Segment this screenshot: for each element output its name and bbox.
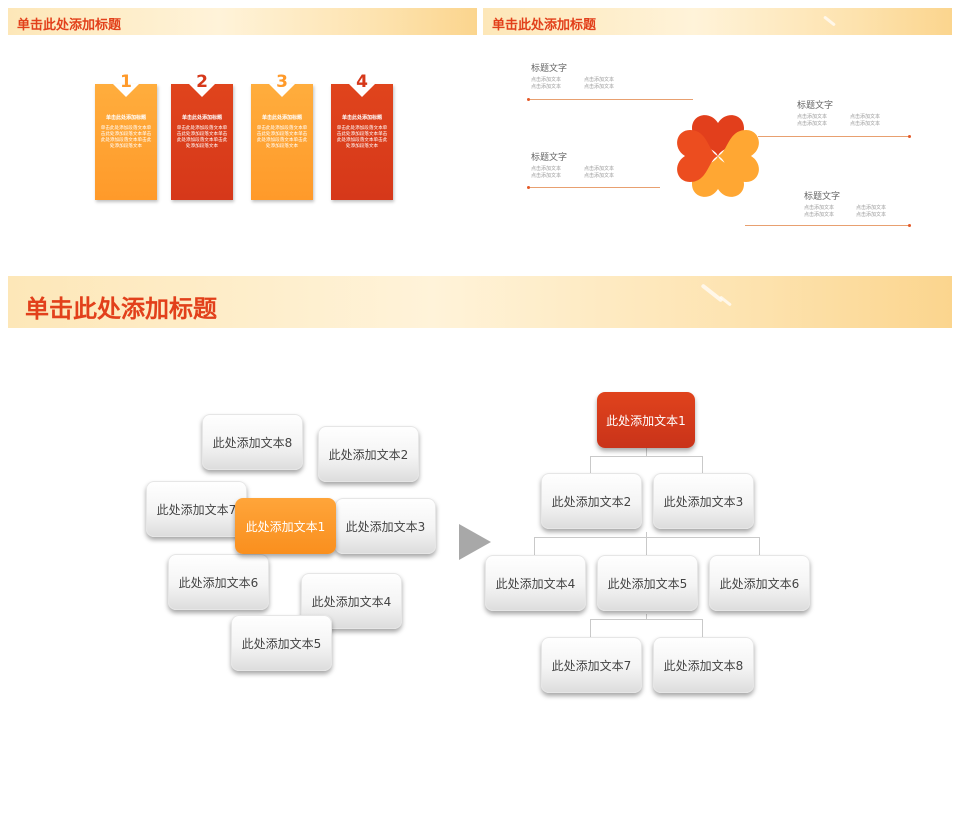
connector-line <box>590 456 703 457</box>
scatter-box-2[interactable]: 此处添加文本2 <box>318 426 419 482</box>
slide-cards: 单击此处添加标题 1 单击此处添加标题 单击此处添加段落文本单击此处添加段落文本… <box>8 8 477 262</box>
tree-box-6[interactable]: 此处添加文本6 <box>709 555 810 611</box>
label-title-3[interactable]: 标题文字 <box>531 153 568 163</box>
step-number: 4 <box>356 72 368 92</box>
label-text: 点击添加文本 <box>856 205 887 211</box>
clover-diagram <box>677 115 759 197</box>
scatter-box-3[interactable]: 此处添加文本3 <box>335 498 436 554</box>
label-text: 点击添加文本 <box>531 173 562 179</box>
label-text: 点击添加文本 <box>797 121 828 127</box>
step-title: 单击此处添加标题 <box>181 115 222 121</box>
slide-b-banner: 单击此处添加标题 <box>483 8 952 35</box>
step-number: 3 <box>276 72 288 92</box>
step-card-1[interactable]: 1 单击此处添加标题 单击此处添加段落文本单击此处添加段落文本单击此处添加段落文… <box>95 72 157 200</box>
connector-line <box>590 456 591 474</box>
label-text: 点击添加文本 <box>531 84 562 90</box>
connector-line <box>646 614 647 620</box>
step-body: 单击此处添加段落文本单击此处添加段落文本单击此处添加段落文本单击此处添加段落文本 <box>256 126 308 149</box>
slide-org-chart: 单击此处添加标题 此处添加文本8 此处添加文本2 此处添加文本7 此处添加文本3… <box>8 276 952 808</box>
connector-line <box>534 537 760 538</box>
scatter-box-7[interactable]: 此处添加文本7 <box>146 481 247 537</box>
step-body: 单击此处添加段落文本单击此处添加段落文本单击此处添加段落文本单击此处添加段落文本 <box>336 126 388 149</box>
scatter-box-6[interactable]: 此处添加文本6 <box>168 554 269 610</box>
label-text: 点击添加文本 <box>797 114 828 120</box>
label-text: 点击添加文本 <box>804 212 835 218</box>
label-text: 点击添加文本 <box>584 84 615 90</box>
connector-line <box>590 619 591 637</box>
slide-b-title[interactable]: 单击此处添加标题 <box>492 18 597 33</box>
step-title: 单击此处添加标题 <box>341 115 382 121</box>
label-text: 点击添加文本 <box>584 173 615 179</box>
leader-dot <box>908 224 911 227</box>
scatter-box-8[interactable]: 此处添加文本8 <box>202 414 303 470</box>
label-title-2[interactable]: 标题文字 <box>797 101 834 111</box>
step-body: 单击此处添加段落文本单击此处添加段落文本单击此处添加段落文本单击此处添加段落文本 <box>176 126 228 149</box>
label-title-4[interactable]: 标题文字 <box>804 192 841 202</box>
connector-line <box>702 456 703 474</box>
tree-box-5[interactable]: 此处添加文本5 <box>597 555 698 611</box>
step-card-3[interactable]: 3 单击此处添加标题 单击此处添加段落文本单击此处添加段落文本单击此处添加段落文… <box>251 72 313 200</box>
label-title-1[interactable]: 标题文字 <box>531 64 568 74</box>
connector-line <box>646 447 647 456</box>
slide-a-title[interactable]: 单击此处添加标题 <box>17 18 122 33</box>
connector-line <box>590 619 703 620</box>
slide-c-banner: 单击此处添加标题 <box>8 276 952 328</box>
connector-line <box>702 619 703 637</box>
tree-box-7[interactable]: 此处添加文本7 <box>541 637 642 693</box>
slide-c-title[interactable]: 单击此处添加标题 <box>25 295 217 323</box>
arrow-notch-icon <box>189 84 215 97</box>
label-text: 点击添加文本 <box>804 205 835 211</box>
connector-line <box>646 532 647 538</box>
leader-dot <box>527 186 530 189</box>
tree-box-2[interactable]: 此处添加文本2 <box>541 473 642 529</box>
label-text: 点击添加文本 <box>531 77 562 83</box>
arrow-notch-icon <box>113 84 139 97</box>
leader-line <box>528 187 660 188</box>
slide-clover: 单击此处添加标题 标题文字 点击添加文本 点击添加文本 点击添加文本 点击添加文… <box>483 8 952 262</box>
leader-line <box>745 225 910 226</box>
step-body: 单击此处添加段落文本单击此处添加段落文本单击此处添加段落文本单击此处添加段落文本 <box>100 126 152 149</box>
label-text: 点击添加文本 <box>584 77 615 83</box>
tree-box-3[interactable]: 此处添加文本3 <box>653 473 754 529</box>
leader-line <box>528 99 693 100</box>
leader-dot <box>527 98 530 101</box>
connector-line <box>646 537 647 555</box>
tree-box-4[interactable]: 此处添加文本4 <box>485 555 586 611</box>
step-title: 单击此处添加标题 <box>261 115 302 121</box>
leader-line <box>758 136 910 137</box>
step-number: 1 <box>120 72 132 92</box>
slide-a-banner: 单击此处添加标题 <box>8 8 477 35</box>
label-text: 点击添加文本 <box>850 121 881 127</box>
label-text: 点击添加文本 <box>850 114 881 120</box>
label-text: 点击添加文本 <box>531 166 562 172</box>
scatter-box-5[interactable]: 此处添加文本5 <box>231 615 332 671</box>
label-text: 点击添加文本 <box>856 212 887 218</box>
step-card-4[interactable]: 4 单击此处添加标题 单击此处添加段落文本单击此处添加段落文本单击此处添加段落文… <box>331 72 393 200</box>
tree-box-8[interactable]: 此处添加文本8 <box>653 637 754 693</box>
scatter-box-1[interactable]: 此处添加文本1 <box>235 498 336 554</box>
step-number: 2 <box>196 72 208 92</box>
arrow-notch-icon <box>349 84 375 97</box>
tree-box-1[interactable]: 此处添加文本1 <box>597 392 695 448</box>
connector-line <box>759 537 760 555</box>
label-text: 点击添加文本 <box>584 166 615 172</box>
leader-dot <box>908 135 911 138</box>
decorative-streak <box>700 283 724 303</box>
arrow-notch-icon <box>269 84 295 97</box>
step-card-2[interactable]: 2 单击此处添加标题 单击此处添加段落文本单击此处添加段落文本单击此处添加段落文… <box>171 72 233 200</box>
step-title: 单击此处添加标题 <box>105 115 146 121</box>
triangle-right-icon <box>459 524 491 560</box>
connector-line <box>534 537 535 555</box>
